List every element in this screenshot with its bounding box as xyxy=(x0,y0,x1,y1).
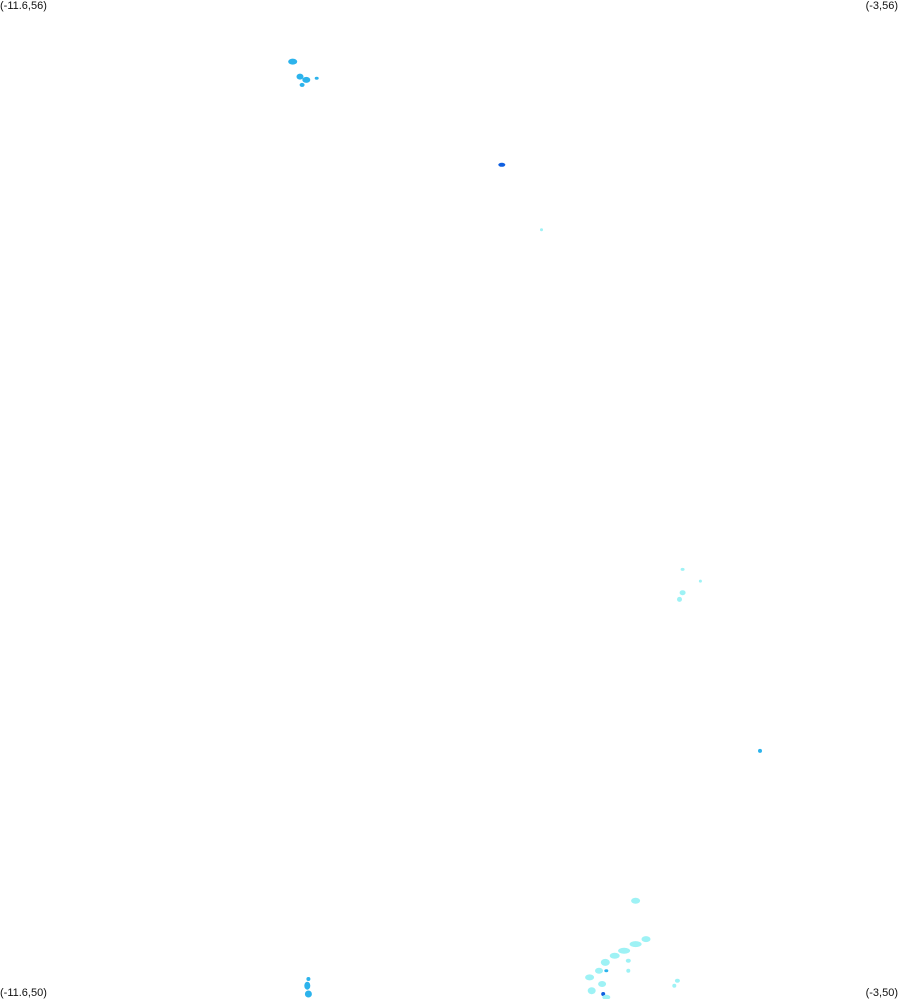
precip-cell-light xyxy=(625,958,631,963)
precip-cell-light xyxy=(618,947,631,954)
precip-cell-medium xyxy=(314,76,319,80)
precip-cell-medium xyxy=(304,990,312,998)
precip-cell-medium xyxy=(288,58,298,65)
precip-cell-light xyxy=(585,974,595,981)
precip-cell-medium xyxy=(299,82,305,87)
precip-cell-light xyxy=(609,952,620,959)
precip-cell-medium xyxy=(604,969,609,973)
corner-label-bottom-left: (-11.6,50) xyxy=(0,987,47,999)
precipitation-layer xyxy=(288,58,762,999)
precip-cell-light xyxy=(602,994,611,999)
precip-cell-light xyxy=(626,968,631,973)
precip-cell-light xyxy=(677,596,682,602)
precip-cell-light xyxy=(631,897,641,904)
precip-cell-light xyxy=(672,983,677,988)
precip-cell-light xyxy=(540,228,543,232)
corner-label-bottom-right: (-3,50) xyxy=(865,987,898,999)
corner-label-top-left: (-11.6,56) xyxy=(0,0,47,12)
precip-cell-dark xyxy=(498,162,506,167)
precip-cell-light xyxy=(698,579,702,583)
precip-cell-light xyxy=(629,941,642,948)
corner-label-top-right: (-3,56) xyxy=(865,0,898,12)
precip-cell-light xyxy=(587,987,596,995)
precip-cell-light xyxy=(595,967,603,974)
precip-cell-light xyxy=(600,958,610,966)
precip-cell-light xyxy=(641,936,651,943)
precip-cell-medium xyxy=(758,748,762,753)
precip-cell-medium xyxy=(306,977,311,981)
precip-cell-light xyxy=(680,567,685,571)
precip-cell-medium xyxy=(302,76,311,83)
precip-cell-light xyxy=(598,981,607,987)
precip-cell-light xyxy=(679,590,686,596)
precip-cell-dark xyxy=(601,992,606,996)
precip-cell-light xyxy=(674,978,680,983)
precip-cell-medium xyxy=(296,73,304,80)
precip-cell-medium xyxy=(304,981,311,990)
